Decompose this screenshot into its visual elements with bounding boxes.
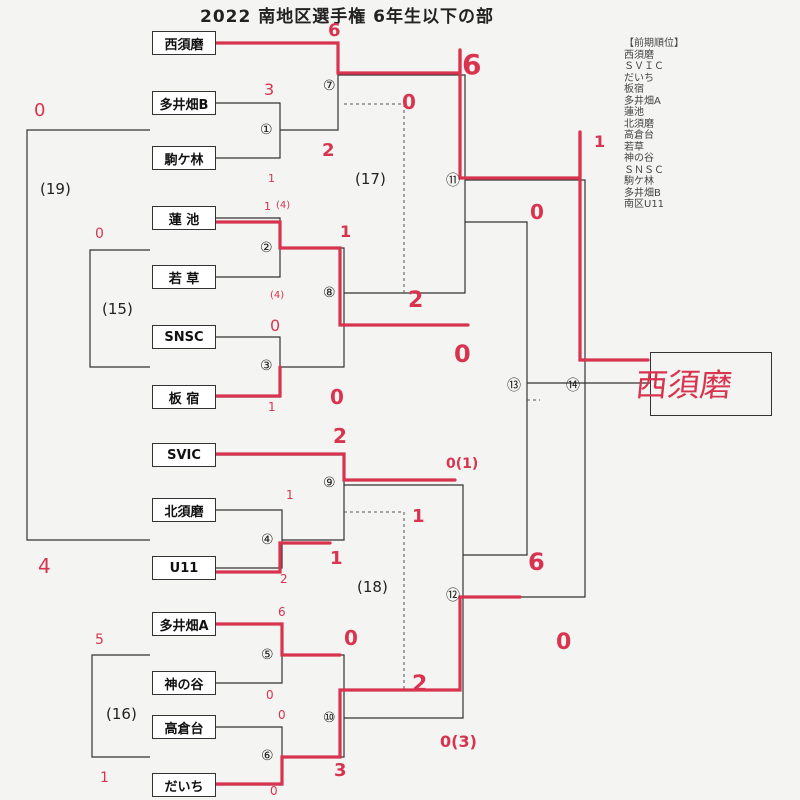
match-number: ① [260, 122, 273, 138]
ranking-item: ＳＶＩＣ [624, 61, 664, 72]
dashed-connectors [344, 103, 540, 690]
score-mark: 2 [412, 672, 428, 697]
ranking-item: 南区U11 [624, 199, 665, 210]
team-box: 多井畑B [152, 91, 216, 115]
score-mark: 3 [334, 760, 347, 781]
ranking-item: 若草 [624, 141, 644, 153]
ranking-item: ＳＮＳＣ [624, 164, 664, 176]
ranking-item: 神の谷 [624, 153, 654, 164]
ranking-list: 【前期順位】 西須磨 ＳＶＩＣ だいち 板宿 多井畑A 蓮池 北須磨 高倉台 若… [624, 38, 744, 211]
score-mark: (4) [270, 290, 285, 301]
ranking-item: だいち [624, 72, 654, 84]
team-box: 多井畑A [152, 612, 216, 636]
ranking-item: 板宿 [624, 84, 644, 95]
champion-box [650, 352, 772, 416]
champion-name: 西須磨 [633, 366, 734, 404]
score-mark: 0 [330, 385, 344, 409]
match-number: ⑥ [261, 748, 274, 764]
score-mark: 5 [95, 632, 104, 648]
match-number: ⑩ [323, 710, 336, 726]
score-mark: 2 [322, 140, 335, 161]
ranking-item: 蓮池 [624, 107, 644, 118]
score-mark: 0 [454, 340, 471, 368]
team-box: 西須磨 [152, 31, 216, 55]
group-label: (19) [40, 180, 71, 198]
team-box: 高倉台 [152, 715, 216, 739]
match-number: ③ [260, 358, 273, 374]
score-mark: 1 [100, 770, 109, 786]
team-box: 駒ケ林 [152, 146, 216, 170]
score-mark: 1 [268, 400, 276, 414]
ranking-header: 【前期順位】 [624, 38, 684, 49]
match-number: ⑪ [446, 173, 460, 189]
score-mark: 1 [264, 200, 271, 213]
group-label: (18) [357, 578, 388, 596]
score-mark: 1 [412, 506, 425, 527]
group-label: (17) [355, 170, 386, 188]
score-mark: 0 [402, 90, 416, 114]
match-number: ⑨ [323, 475, 336, 491]
score-mark: 0 [266, 688, 274, 702]
team-box: 神の谷 [152, 671, 216, 695]
team-box: 蓮 池 [152, 206, 216, 230]
score-mark: 6 [528, 548, 545, 576]
match-number: ⑭ [566, 378, 580, 394]
score-mark: 3 [264, 80, 275, 99]
match-number: ⑬ [507, 378, 521, 394]
score-mark: 0 [278, 708, 286, 722]
score-mark: 2 [408, 288, 424, 313]
score-mark: 0 [95, 226, 104, 242]
score-mark: 4 [38, 554, 51, 578]
group-label: (15) [102, 300, 133, 318]
match-number: ⑦ [323, 78, 336, 94]
match-number: ⑤ [261, 647, 274, 663]
winner-lines [214, 41, 650, 786]
score-mark: 0 [34, 100, 46, 121]
score-mark: 0 [556, 630, 572, 655]
score-mark: 1 [286, 488, 294, 502]
ranking-item: 多井畑B [624, 187, 661, 199]
score-mark: 6 [462, 48, 482, 81]
score-mark: 1 [268, 172, 275, 185]
match-number: ⑧ [323, 285, 336, 301]
team-box: だいち [152, 773, 216, 797]
score-mark: 0 [344, 626, 358, 650]
team-box: 北須磨 [152, 498, 216, 522]
match-number: ⑫ [446, 588, 460, 604]
score-mark: 6 [278, 605, 286, 619]
score-mark: 0(3) [440, 732, 477, 751]
page-title: 2022 南地区選手権 6年生以下の部 [200, 7, 494, 27]
team-box: SVIC [152, 443, 216, 467]
team-box: U11 [152, 556, 216, 580]
score-mark: 1 [594, 132, 606, 151]
score-mark: 0(1) [446, 456, 479, 472]
score-mark: 0 [270, 316, 281, 335]
match-number: ④ [261, 532, 274, 548]
score-mark: 0 [270, 784, 278, 798]
score-mark: (4) [276, 200, 291, 211]
ranking-item: 西須磨 [624, 49, 654, 61]
bracket-lines [26, 42, 650, 786]
score-mark: 6 [328, 20, 341, 41]
ranking-item: 駒ケ林 [624, 176, 654, 187]
match-number: ② [260, 240, 273, 256]
ranking-item: 北須磨 [624, 118, 654, 130]
score-mark: 2 [280, 572, 288, 586]
score-mark: 1 [340, 222, 352, 241]
team-box: 若 草 [152, 265, 216, 289]
ranking-item: 多井畑A [624, 95, 661, 107]
team-box: 板 宿 [152, 385, 216, 409]
score-mark: 2 [333, 424, 347, 448]
ranking-item: 高倉台 [624, 130, 654, 141]
score-mark: 1 [330, 548, 343, 569]
score-mark: 0 [530, 200, 544, 224]
team-box: SNSC [152, 325, 216, 349]
group-label: (16) [106, 705, 137, 723]
